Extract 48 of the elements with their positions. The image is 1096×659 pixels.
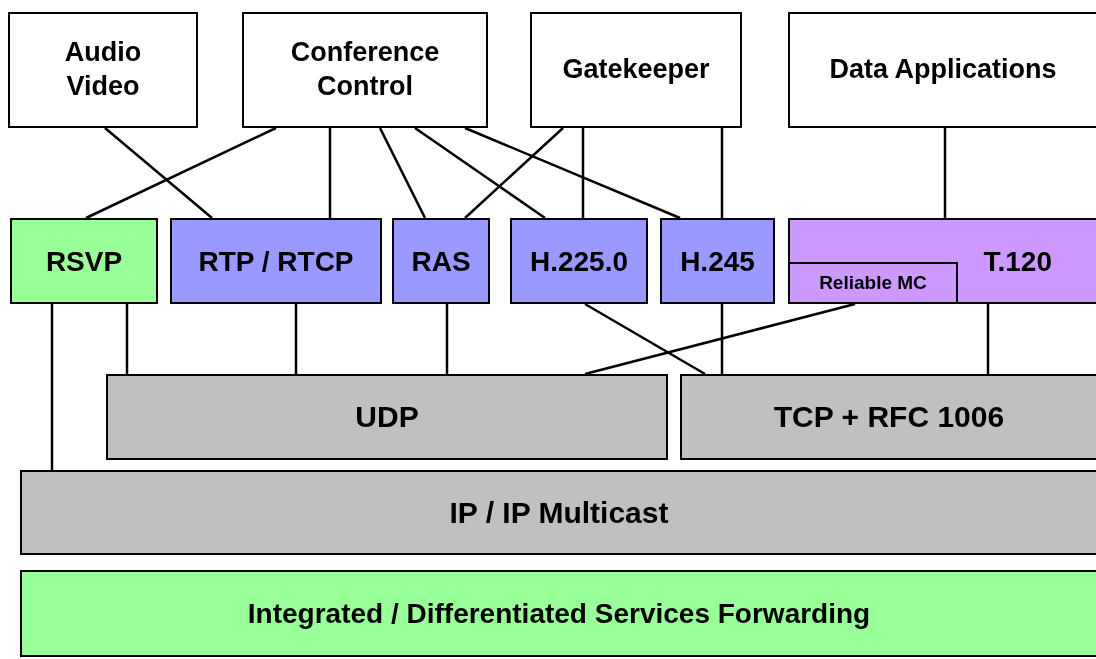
connector-line [720,304,724,374]
protocol-box [788,218,1096,304]
node-label: RSVP [44,244,124,279]
connector-line [464,127,564,219]
connector-line [378,127,427,219]
connector-line [414,126,546,220]
application-box [8,12,198,128]
node-label: Data Applications [828,53,1058,87]
connector-line [125,304,129,374]
protocol-box [170,218,382,304]
connector-line [986,304,990,374]
protocol-box [660,218,775,304]
connector-line [445,304,449,374]
connector-line [50,304,54,470]
sub-protocol-box [788,262,958,304]
connector-line [720,128,724,218]
application-box [242,12,488,128]
protocol-box [20,570,1096,657]
connector-line [584,302,706,376]
node-label: Audio Video [63,36,143,103]
node-label: RAS [410,244,472,279]
node-label: IP / IP Multicast [448,494,670,531]
node-label: Reliable MC [818,271,928,295]
connector-line [85,126,277,220]
node-label: Conference Control [289,36,441,103]
node-label: T.120 [982,244,1053,279]
connector-line [581,128,585,218]
node-label: RTP / RTCP [197,244,355,279]
protocol-box [510,218,648,304]
node-label: Integrated / Differentiated Services Forwarding [246,597,872,631]
node-label: H.245 [679,244,756,279]
connector-line [294,304,298,374]
node-label: Gatekeeper [561,53,711,87]
connector-line [584,302,856,376]
layer-bar [680,374,1096,460]
layer-bar [106,374,668,460]
connector-line [328,128,332,218]
application-box [530,12,742,128]
protocol-box [392,218,490,304]
connector-line [943,128,947,218]
node-label: UDP [354,399,420,436]
connector-line [104,127,213,219]
application-box [788,12,1096,128]
node-label: TCP + RFC 1006 [772,399,1006,436]
layer-bar [20,470,1096,555]
connector-line [464,126,681,220]
protocol-box [10,218,158,304]
node-label: H.225.0 [528,244,630,279]
